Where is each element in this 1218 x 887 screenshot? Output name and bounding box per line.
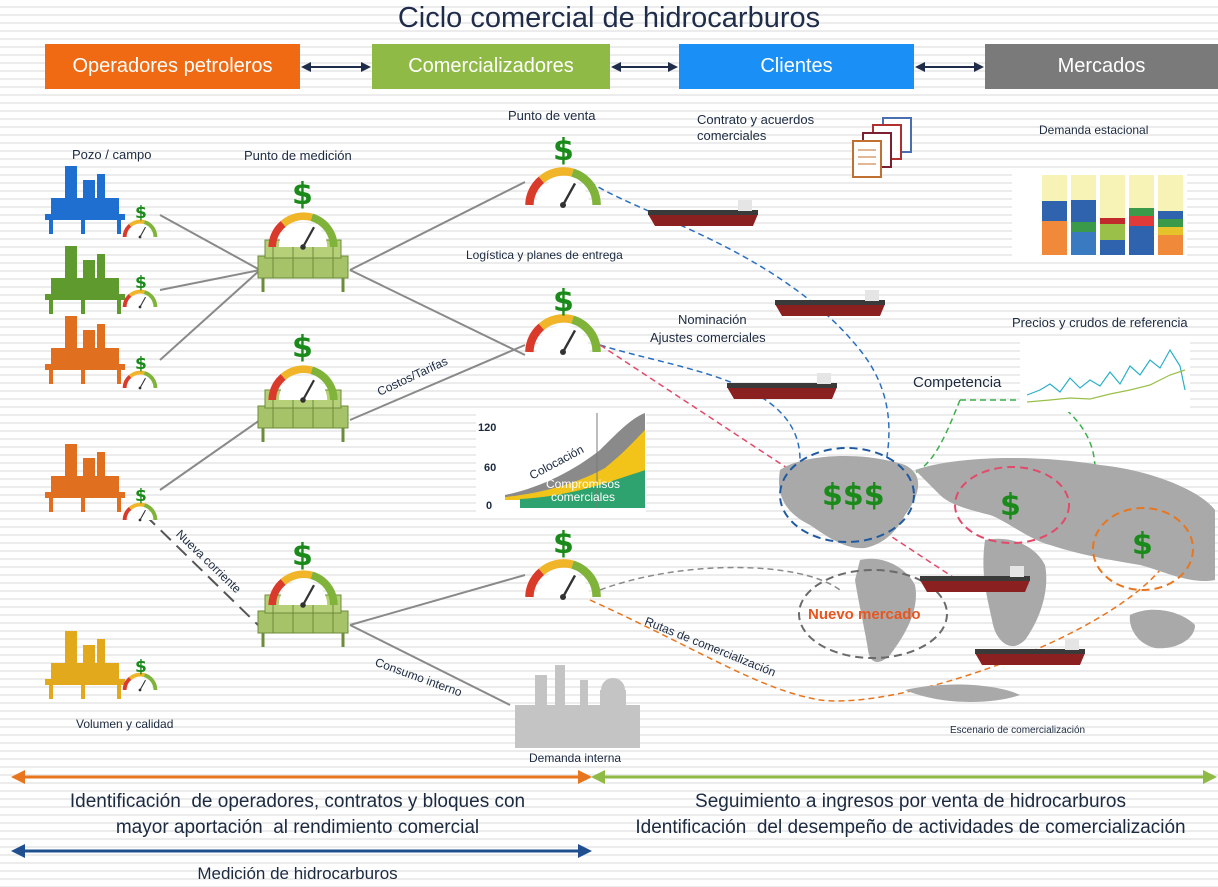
- label-nuevo-mercado: Nuevo mercado: [808, 606, 921, 623]
- label-contrato: Contrato y acuerdos comerciales: [697, 112, 815, 143]
- header-mercados: Mercados: [985, 44, 1218, 89]
- dollar-icon: $: [135, 486, 147, 506]
- header-comercializadores: Comercializadores: [372, 44, 610, 89]
- dollar-icon: $: [292, 538, 313, 573]
- dollar-icon: $: [135, 657, 147, 677]
- page-title: Ciclo comercial de hidrocarburos: [397, 2, 821, 34]
- dollar-icon: $: [135, 273, 147, 293]
- inset-tick-60: 60: [484, 462, 497, 474]
- inset-tick-0: 0: [486, 500, 493, 512]
- inset-label-compromisos: Compromisos comerciales: [546, 477, 621, 504]
- dollar-icon: $: [553, 133, 574, 168]
- dollar-icon: $: [292, 177, 313, 212]
- triple-dollar-icon: $$$: [822, 478, 885, 513]
- header-clientes: Clientes: [679, 44, 914, 89]
- bottom-left-text: Identificación de operadores, contratos …: [69, 791, 526, 838]
- header-operadores: Operadores petroleros: [45, 44, 300, 89]
- label-pozo: Pozo / campo: [72, 147, 152, 162]
- label-volumen: Volumen y calidad: [76, 717, 174, 731]
- dollar-icon: $: [553, 526, 574, 561]
- dollar-icon: $: [1000, 488, 1021, 523]
- dollar-icon: $: [553, 284, 574, 319]
- label-punto-medicion: Punto de medición: [244, 148, 352, 163]
- label-logistica: Logística y planes de entrega: [466, 248, 623, 262]
- label-demanda-interna: Demanda interna: [529, 751, 622, 765]
- label-punto-venta: Punto de venta: [508, 108, 596, 123]
- dollar-icon: $: [135, 354, 147, 374]
- dollar-icon: $: [292, 330, 313, 365]
- label-demanda-estacional: Demanda estacional: [1039, 123, 1149, 137]
- dollar-icon: $: [135, 203, 147, 223]
- bottom-right-text: Seguimiento a ingresos por venta de hidr…: [635, 791, 1186, 838]
- dollar-icon: $: [1132, 527, 1153, 562]
- label-escenario: Escenario de comercialización: [950, 725, 1086, 736]
- label-ajustes: Ajustes comerciales: [650, 330, 766, 345]
- label-competencia: Competencia: [913, 374, 1002, 391]
- inset-tick-120: 120: [478, 422, 497, 434]
- bottom-medicion-text: Medición de hidrocarburos: [197, 864, 398, 883]
- label-precios: Precios y crudos de referencia: [1012, 315, 1188, 330]
- label-nominacion: Nominación: [678, 312, 747, 327]
